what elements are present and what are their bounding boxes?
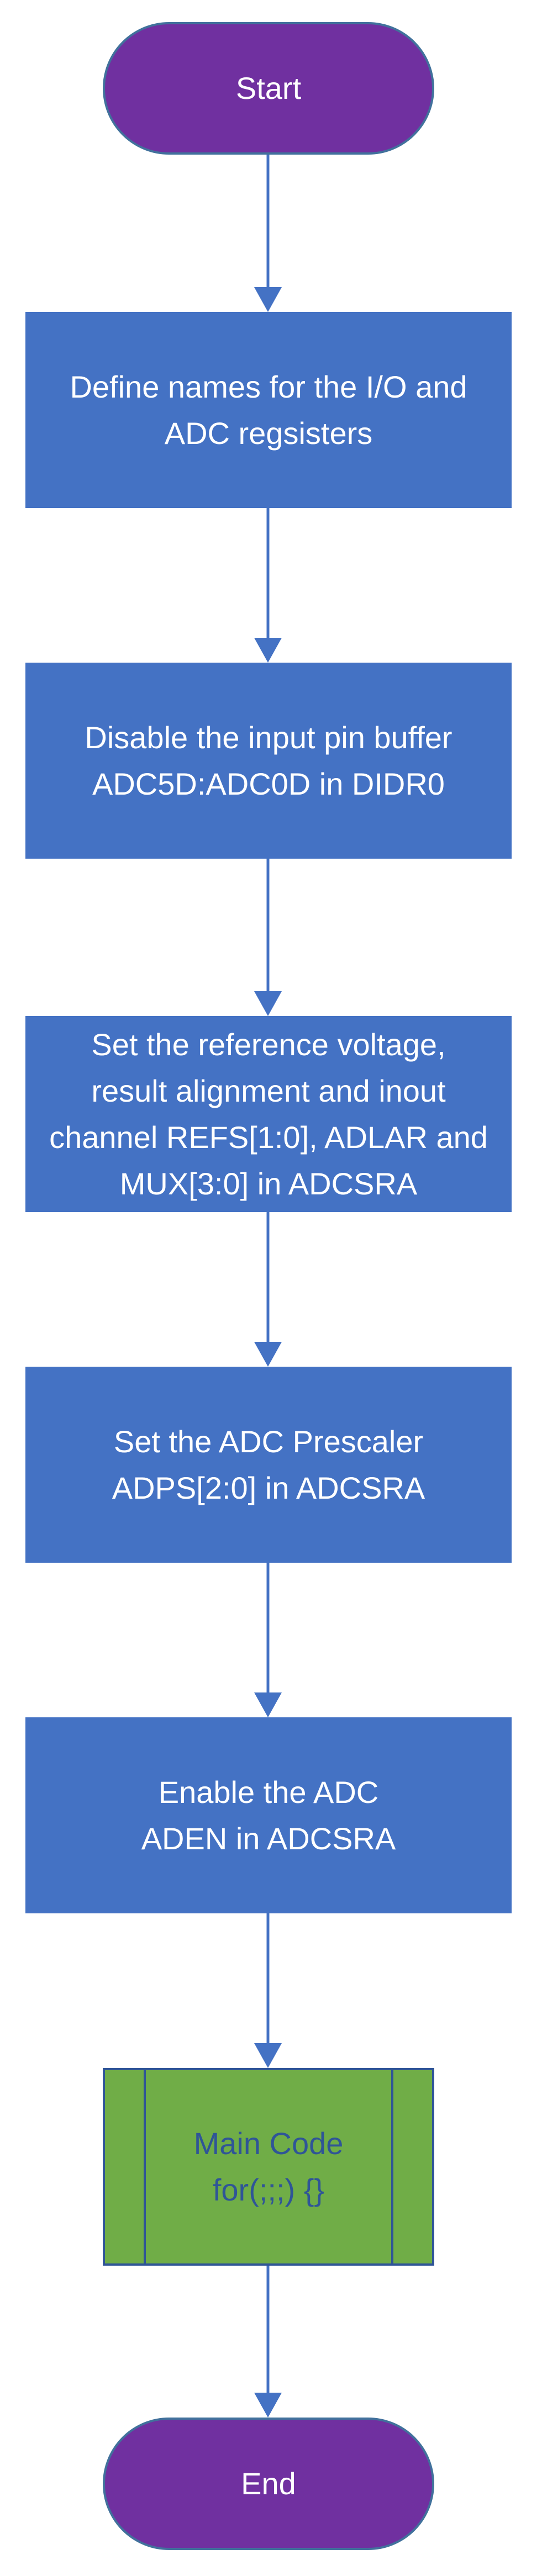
start-terminal: Start [103,22,434,155]
end-terminal: End [103,2418,434,2550]
start-label: Start [235,71,302,105]
step-4-label: Set the ADC Prescaler ADPS[2:0] in ADCSR… [112,1424,425,1505]
main-code-subprocess: Main Code for(;;;) {} [103,2068,434,2266]
arrowhead-7 [254,2393,282,2418]
arrowhead-1 [254,287,282,312]
arrowhead-2 [254,638,282,663]
end-label: End [241,2466,296,2501]
subprocess-left-bar [144,2070,146,2263]
subprocess-right-bar [391,2070,393,2263]
process-step-3: Set the reference voltage, result alignm… [25,1016,512,1212]
step-3-label: Set the reference voltage, result alignm… [49,1027,488,1201]
main-code-label: Main Code for(;;;) {} [193,2126,344,2207]
arrowhead-3 [254,991,282,1016]
arrowhead-6 [254,2043,282,2068]
process-step-2: Disable the input pin buffer ADC5D:ADC0D… [25,663,512,859]
step-2-label: Disable the input pin buffer ADC5D:ADC0D… [85,720,452,801]
process-step-4: Set the ADC Prescaler ADPS[2:0] in ADCSR… [25,1367,512,1563]
process-step-5: Enable the ADC ADEN in ADCSRA [25,1717,512,1913]
arrowhead-4 [254,1342,282,1367]
step-1-label: Define names for the I/O and ADC regsist… [70,369,467,451]
arrowhead-5 [254,1692,282,1717]
step-5-label: Enable the ADC ADEN in ADCSRA [141,1774,396,1856]
process-step-1: Define names for the I/O and ADC regsist… [25,312,512,508]
